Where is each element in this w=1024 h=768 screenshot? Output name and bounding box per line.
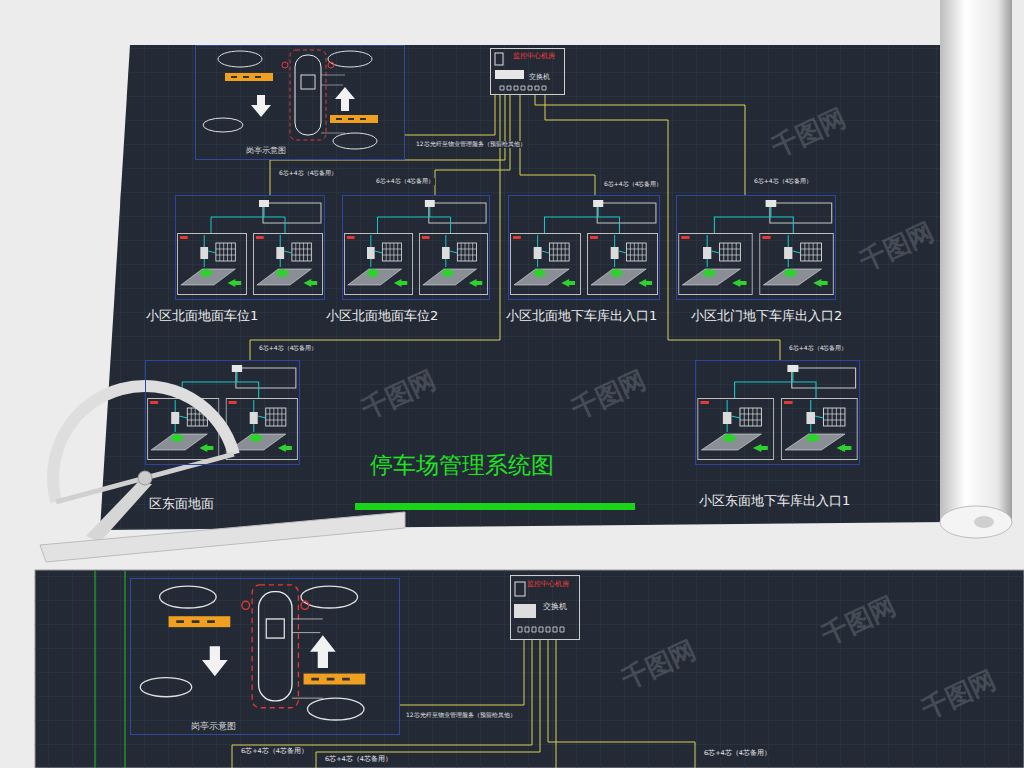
protractor [32,365,405,562]
booth-illustration [140,585,365,720]
green-wire [95,571,125,768]
cable-label: 12芯光纤至物业管理服务（预留给其他） [405,712,517,719]
node-sublabel: 交换机 [543,602,567,611]
booth-panel: 岗亭示意图 [130,578,400,735]
watermark: 千图网 [567,365,650,425]
control-room-box: 监控中心机房交换机 [510,575,580,640]
control-room-devices [518,627,564,632]
protractor [40,512,405,562]
parking-area-panel: 小区北面地面车位1 [175,195,325,300]
node-label: 岗亭示意图 [246,146,286,155]
node-label: 小区东面地下车库出入口1 [699,494,850,509]
control-room-devices [515,582,525,596]
lane-illustrations [698,365,858,460]
cable-label: 12芯光纤至物业管理服务（预留给其他） [415,141,527,148]
cable-label: 6芯+4芯（4芯备用） [258,345,318,352]
control-room-devices [514,604,536,618]
watermark: 千图网 [917,665,1000,725]
node-label: 区东面地面 [149,497,214,512]
booth-panel: 岗亭示意图 [195,45,405,160]
lane-illustrations [177,200,322,295]
cable-label: 6芯+4芯（4芯备用） [703,750,772,757]
parking-area-panel: 小区北面地面车位2 [342,195,490,300]
booth-illustration [203,50,378,149]
garage-entrance-panel: 小区东面地下车库出入口1 [695,360,860,465]
parking-area-panel: 区东面地面 [145,360,300,465]
cable-label: 6芯+4芯（4芯备用） [603,181,663,188]
title-bar [355,503,635,510]
node-label: 小区北面地面车位1 [146,309,258,324]
lane-illustrations [148,365,298,460]
booth-illustration [203,50,378,149]
lower-sheet [35,570,1024,768]
lower-grid [35,570,1024,768]
cable-label: 6芯+4芯（4芯备用） [753,178,813,185]
cable-label: 6芯+4芯（4芯备用） [240,748,309,755]
protractor [32,365,234,501]
node-label: 岗亭示意图 [191,721,236,731]
node-label: 监控中心机房 [527,580,569,588]
fiber-wire [232,640,695,768]
booth-illustration [140,585,365,720]
paper-roll [974,516,994,528]
cable-label: 6芯+4芯（4芯备用） [375,178,435,185]
control-room-devices [495,53,503,65]
paper-roll [940,0,1012,538]
watermark: 千图网 [767,103,850,163]
cable-connector [535,95,745,195]
garage-entrance-panel: 小区北门地下车库出入口2 [676,195,836,300]
lane-illustrations [148,200,858,460]
cable-label: 6芯+4芯（4芯备用） [278,170,338,177]
watermark: 千图网 [617,635,700,695]
lane-illustrations [679,200,834,295]
node-label: 小区北面地下车库出入口1 [506,309,657,324]
cable-label: 6芯+4芯（4芯备用） [788,345,848,352]
paper-roll [940,506,1012,538]
lane-illustrations [344,200,487,295]
lane-illustrations [511,200,658,295]
paper-roll [940,0,1012,522]
diagram-title: 停车场管理系统图 [370,452,554,478]
watermark: 千图网 [817,591,900,651]
cable-connector [520,95,595,195]
cable-connector [400,640,524,705]
protractor [138,471,152,485]
control-room-devices [500,86,546,90]
node-label: 小区北门地下车库出入口2 [691,309,842,324]
watermark: 千图网 [357,365,440,425]
cable-connector [250,95,500,360]
control-room-devices [495,70,524,79]
garage-entrance-panel: 小区北面地下车库出入口1 [508,195,660,300]
protractor [86,482,152,542]
node-sublabel: 交换机 [529,73,550,81]
node-label: 小区北面地面车位2 [326,309,438,324]
watermark: 千图网 [855,217,938,277]
control-room-box: 监控中心机房交换机 [490,48,565,95]
node-label: 监控中心机房 [513,52,555,60]
cable-connector [405,95,495,135]
protractor [32,365,234,501]
cable-label: 6芯+4芯（4芯备用） [324,756,393,763]
